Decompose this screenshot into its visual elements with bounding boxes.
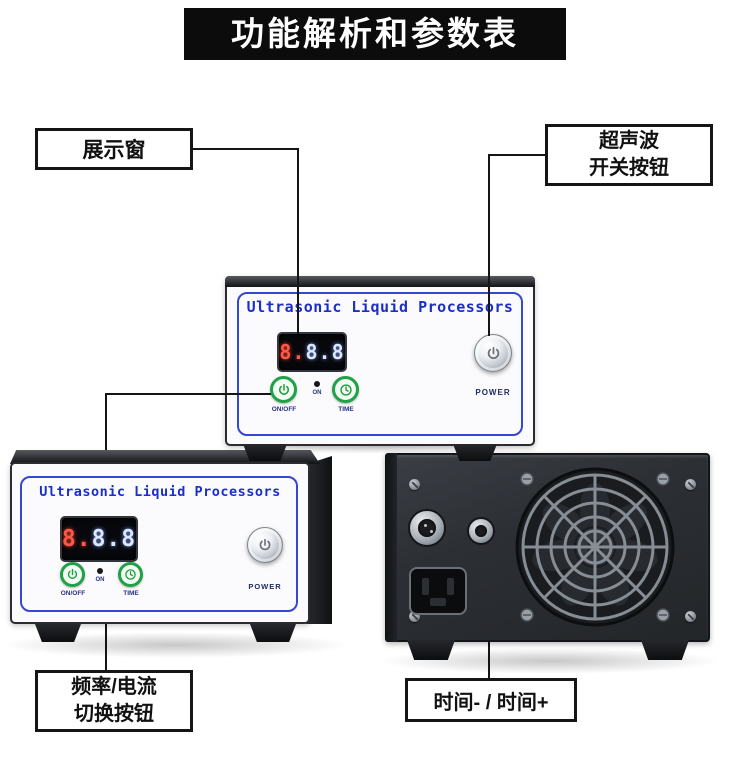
panel-blue-frame: [20, 476, 298, 612]
time-button-label: TIME: [123, 590, 139, 597]
brand-title: Ultrasonic Liquid Processors: [39, 484, 281, 500]
power-icon: [487, 346, 499, 359]
on-led-label: ON: [312, 390, 322, 396]
device-top-edge: [10, 450, 320, 464]
device-foot: [243, 444, 287, 461]
page-title: 功能解析和参数表: [184, 8, 566, 60]
clock-icon: [339, 383, 352, 396]
onoff-button: [60, 562, 85, 587]
display-red-digit: 8.: [61, 526, 92, 552]
connector-pin: [424, 524, 427, 527]
device-foot: [35, 624, 81, 642]
on-led-indicator: [314, 381, 320, 387]
callout-ultrasonic-line2: 开关按钮: [589, 157, 669, 179]
device-front-panel-left: Ultrasonic Liquid Processors 8.8.8 ON/OF…: [10, 450, 332, 642]
display-main-digits: 8.8: [91, 526, 137, 552]
device-rear-panel: [385, 453, 710, 660]
on-led-label: ON: [95, 577, 105, 583]
rear-left-edge: [385, 453, 397, 642]
annotation-line-ultrasonic-h: [489, 154, 547, 156]
onoff-button-label: ON/OFF: [60, 590, 86, 597]
power-icon: [278, 383, 289, 395]
screw-icon: [685, 611, 696, 622]
brand-title: Ultrasonic Liquid Processors: [246, 298, 514, 316]
annotation-line-freq-h: [105, 393, 271, 395]
callout-ultrasonic-line1: 超声波: [599, 130, 659, 152]
power-icon: [259, 538, 271, 551]
callout-freq-line1: 频率/电流: [71, 676, 157, 698]
device-side-panel: [306, 456, 332, 624]
power-button-label: POWER: [475, 388, 511, 397]
power-icon: [67, 568, 78, 579]
digital-display: 8.8.8: [277, 332, 347, 372]
callout-ultrasonic-switch: 超声波 开关按钮: [545, 124, 713, 186]
callout-freq-current-switch: 频率/电流 切换按钮: [35, 670, 193, 732]
aux-connector: [467, 517, 495, 545]
output-connector: [408, 509, 446, 547]
screw-icon: [409, 479, 420, 490]
onoff-button-label: ON/OFF: [271, 406, 297, 413]
display-red-digit: 8.: [279, 340, 306, 364]
device-foot: [453, 444, 497, 461]
screw-icon: [409, 611, 420, 622]
panel-blue-frame: [237, 292, 523, 436]
display-main-digits: 8.8: [305, 340, 345, 364]
callout-time-buttons: 时间- / 时间+: [405, 678, 577, 722]
time-button: [118, 562, 143, 587]
time-button: [332, 376, 359, 403]
digital-display: 8.8.8: [60, 516, 138, 562]
socket-slot: [422, 578, 429, 595]
clock-icon: [125, 569, 136, 580]
device-top-edge: [225, 276, 535, 287]
annotation-line-display-h: [193, 148, 299, 150]
socket-slot: [430, 598, 446, 606]
power-inlet-socket: [409, 567, 467, 615]
screw-icon: [685, 479, 696, 490]
power-button-label: POWER: [248, 582, 282, 591]
device-front-panel-top: Ultrasonic Liquid Processors 8.8.8 ON/OF…: [225, 276, 535, 461]
device-foot: [641, 640, 689, 660]
onoff-button: [270, 376, 297, 403]
device-foot: [407, 640, 455, 660]
annotation-line-ultrasonic-v: [488, 154, 490, 336]
device-foot: [250, 624, 296, 642]
time-button-label: TIME: [338, 406, 354, 413]
connector-core: [475, 525, 487, 537]
callout-time-label: 时间- / 时间+: [433, 691, 549, 714]
connector-pin: [430, 530, 433, 533]
connector-core: [418, 519, 436, 537]
callout-display-window: 展示窗: [35, 128, 193, 170]
power-button: [474, 334, 512, 372]
callout-freq-line2: 切换按钮: [74, 703, 154, 725]
power-button: [247, 527, 283, 563]
cooling-fan-icon: [515, 467, 675, 627]
socket-slot: [447, 578, 454, 595]
callout-display-window-label: 展示窗: [82, 139, 146, 162]
annotation-line-display-v: [297, 148, 299, 334]
on-led-indicator: [97, 568, 103, 574]
